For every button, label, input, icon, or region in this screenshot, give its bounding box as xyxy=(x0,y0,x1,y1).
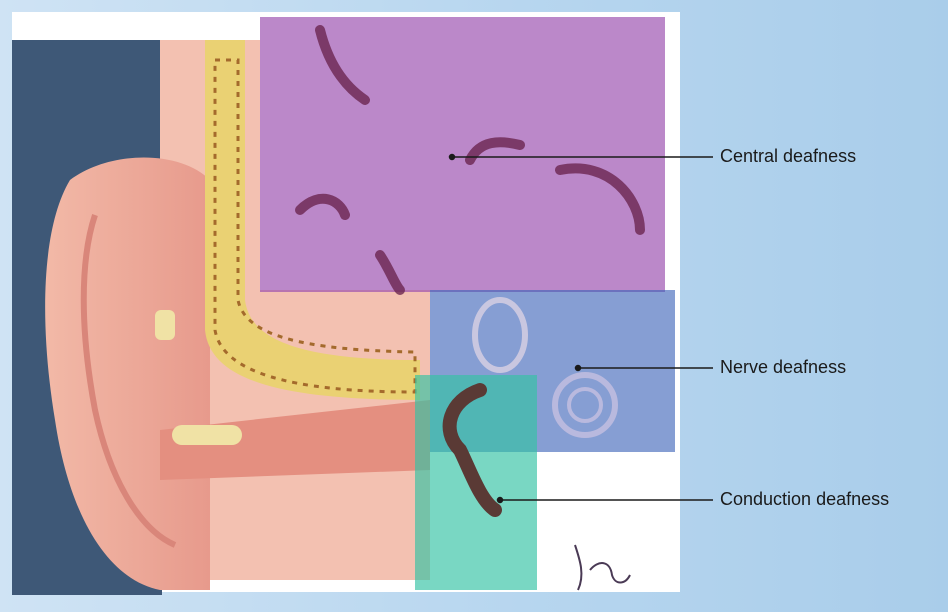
cartilage-upper xyxy=(155,310,175,340)
central-deafness-label: Central deafness xyxy=(720,146,856,167)
cartilage xyxy=(172,425,242,445)
central-overlay xyxy=(260,17,665,292)
nerve-deafness-label: Nerve deafness xyxy=(720,357,846,378)
conduction-deafness-label: Conduction deafness xyxy=(720,489,889,510)
